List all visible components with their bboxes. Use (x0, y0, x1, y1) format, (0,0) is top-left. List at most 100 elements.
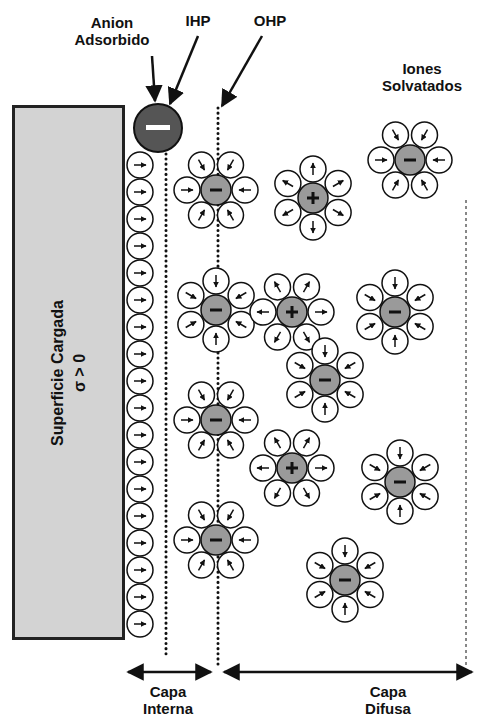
water-molecule (294, 430, 320, 456)
sign-bar (291, 306, 294, 318)
diffuse-boundary (466, 200, 467, 665)
water-molecule (127, 341, 153, 367)
water-circle (307, 553, 333, 579)
dipole-arrow (283, 210, 293, 216)
water-circle (127, 341, 153, 367)
surface-charge: σ > 0 (69, 300, 91, 446)
part-label: IHP (173, 12, 223, 29)
water-molecule (127, 368, 153, 394)
dipole-arrow (228, 390, 234, 400)
dipole-arrow (134, 596, 146, 598)
dipole-arrow (239, 189, 251, 191)
water-circle (387, 498, 413, 524)
dipole-arrow (134, 380, 146, 382)
water-circle (265, 274, 291, 300)
dipole-arrow (257, 311, 269, 313)
water-molecule (232, 407, 258, 433)
dipole-arrow (236, 293, 246, 299)
ion-circle (380, 297, 410, 327)
water-circle (127, 206, 153, 232)
ion-circle (310, 365, 340, 395)
water-circle (189, 382, 215, 408)
water-circle (383, 122, 409, 148)
water-molecule (412, 172, 438, 198)
water-circle (174, 407, 200, 433)
water-molecule (232, 177, 258, 203)
water-molecule (232, 527, 258, 553)
water-molecule (407, 285, 433, 311)
water-circle (203, 326, 229, 352)
water-circle (382, 270, 408, 296)
water-circle (127, 503, 153, 529)
dipole-arrow (228, 560, 234, 570)
water-molecule (382, 270, 408, 296)
dipole-arrow (394, 277, 396, 289)
water-circle (127, 530, 153, 556)
water-circle (362, 484, 388, 510)
water-circle (307, 582, 333, 608)
water-circle (287, 353, 313, 379)
water-circle (300, 156, 326, 182)
sign-bar (312, 192, 315, 204)
sign-bar (394, 481, 406, 484)
dipole-arrow (399, 447, 401, 459)
water-molecule (174, 527, 200, 553)
water-molecule (357, 553, 383, 579)
ion-circle (277, 297, 307, 327)
water-circle (250, 455, 276, 481)
dipole-arrow (134, 569, 146, 571)
sign-bar (389, 311, 401, 314)
water-molecule (218, 502, 244, 528)
ion-circle (330, 565, 360, 595)
water-circle (383, 172, 409, 198)
dipole-arrow (186, 293, 196, 299)
water-molecule (362, 455, 388, 481)
water-molecule (127, 287, 153, 313)
dipole-arrow (304, 438, 310, 448)
water-circle (294, 274, 320, 300)
water-circle (412, 172, 438, 198)
extent-arrow (128, 671, 211, 674)
water-circle (203, 268, 229, 294)
water-molecule (382, 328, 408, 354)
sign-bar (319, 379, 331, 382)
water-circle (362, 455, 388, 481)
water-circle (127, 314, 153, 340)
dipole-arrow (393, 130, 399, 140)
water-circle (189, 152, 215, 178)
part-label: OHP (245, 12, 295, 29)
dipole-arrow (420, 494, 430, 500)
water-circle (275, 171, 301, 197)
water-circle (232, 177, 258, 203)
water-circle (357, 314, 383, 340)
water-molecule (308, 455, 334, 481)
part-label: Capa Interna (133, 683, 203, 717)
dipole-arrow (134, 515, 146, 517)
water-circle (308, 455, 334, 481)
water-molecule (265, 324, 291, 350)
water-molecule (412, 122, 438, 148)
water-molecule (275, 171, 301, 197)
water-molecule (127, 530, 153, 556)
water-molecule (189, 202, 215, 228)
water-circle (218, 502, 244, 528)
dipole-arrow (344, 603, 346, 615)
dipole-arrow (295, 392, 305, 398)
dipole-arrow (422, 180, 428, 190)
dipole-arrow (134, 434, 146, 436)
water-circle (287, 382, 313, 408)
water-molecule (307, 582, 333, 608)
water-molecule (332, 596, 358, 622)
water-molecule (287, 382, 313, 408)
water-circle (294, 480, 320, 506)
water-molecule (250, 299, 276, 325)
dipole-arrow (186, 322, 196, 328)
dipole-arrow (257, 467, 269, 469)
water-molecule (174, 407, 200, 433)
dipole-arrow (236, 322, 246, 328)
ihp-plane (165, 108, 168, 655)
water-circle (275, 200, 301, 226)
water-molecule (312, 396, 338, 422)
water-molecule (383, 122, 409, 148)
water-molecule (127, 206, 153, 232)
